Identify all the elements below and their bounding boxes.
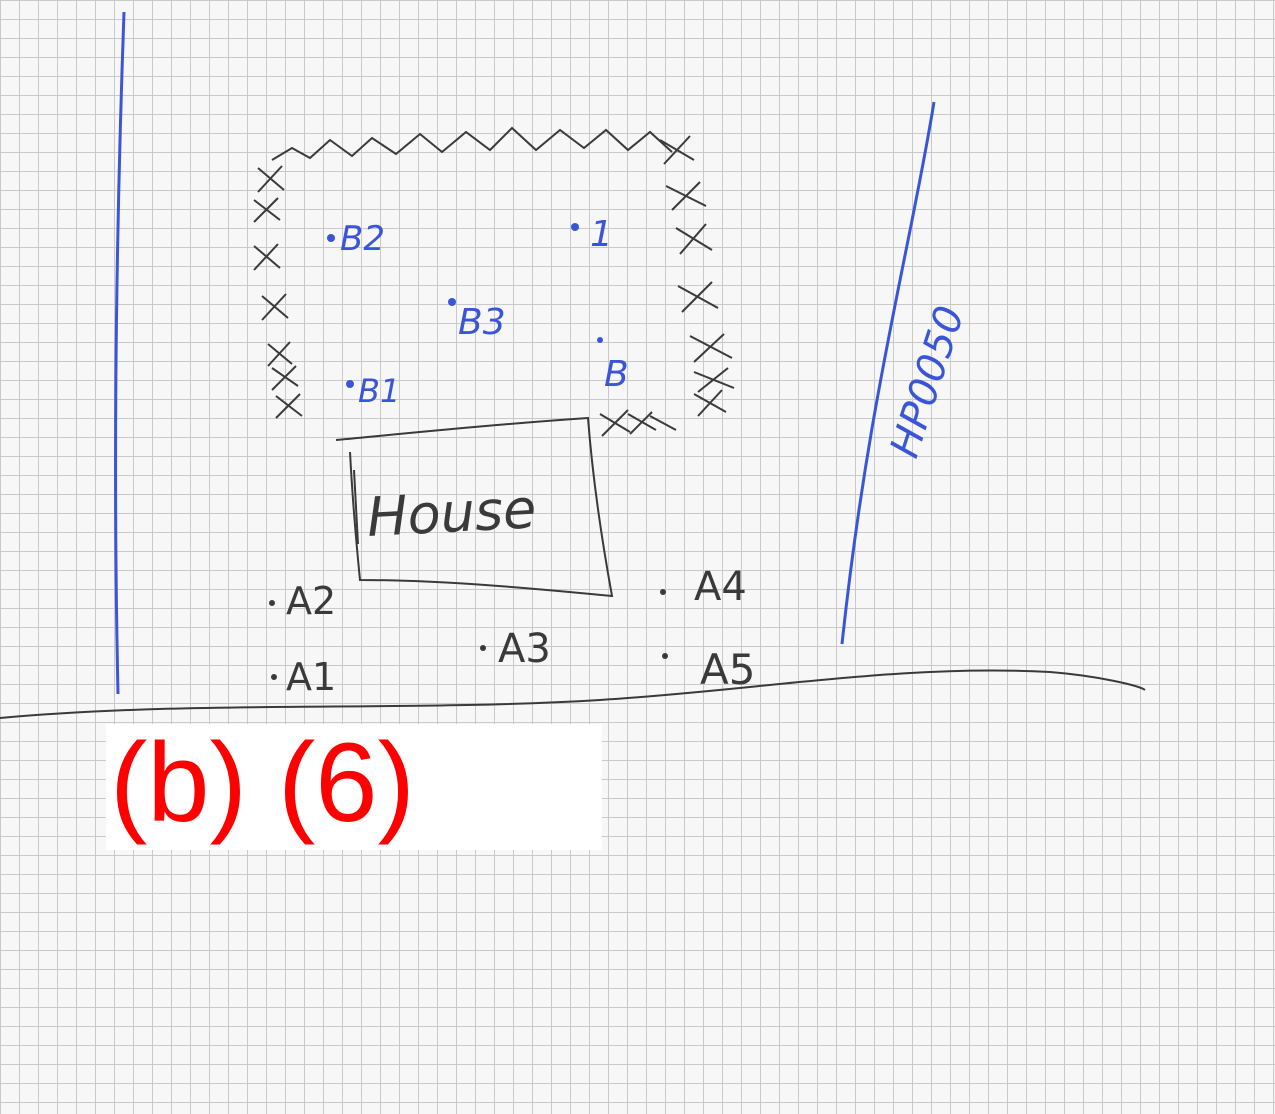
left-boundary-line <box>116 12 124 694</box>
point-dot-a5 <box>662 653 668 659</box>
point-dot-1 <box>571 223 579 231</box>
point-dot-a1 <box>271 674 277 680</box>
point-dot-a2 <box>269 600 275 606</box>
point-dot-b <box>597 337 603 343</box>
point-label-b: B <box>604 354 629 395</box>
house-label: House <box>365 477 537 549</box>
point-dot-b3 <box>448 298 456 306</box>
point-label-a1: A1 <box>286 655 336 699</box>
side-note: HP0050 <box>882 301 974 464</box>
left-fence-marks <box>254 166 302 418</box>
point-label-a5: A5 <box>700 645 755 694</box>
outside-points: A2 A4 A3 A1 A5 <box>269 564 755 699</box>
inside-points: B2 1 B3 B B1 <box>327 214 629 410</box>
point-label-1: 1 <box>590 214 613 255</box>
point-dot-a3 <box>480 645 486 651</box>
ground-line <box>0 670 1145 718</box>
right-fence-marks <box>660 136 734 416</box>
point-label-a3: A3 <box>498 626 551 672</box>
point-dot-b1 <box>346 380 354 388</box>
point-label-b2: B2 <box>340 219 385 259</box>
bottom-fence-marks <box>600 410 676 436</box>
figure-label: (b) (6) <box>110 718 415 848</box>
top-zigzag-fence <box>272 128 672 160</box>
point-label-a2: A2 <box>286 579 336 623</box>
point-label-b3: B3 <box>458 302 506 343</box>
point-label-a4: A4 <box>694 564 747 610</box>
point-dot-b2 <box>327 234 335 242</box>
point-label-b1: B1 <box>358 372 400 410</box>
point-dot-a4 <box>660 589 666 595</box>
